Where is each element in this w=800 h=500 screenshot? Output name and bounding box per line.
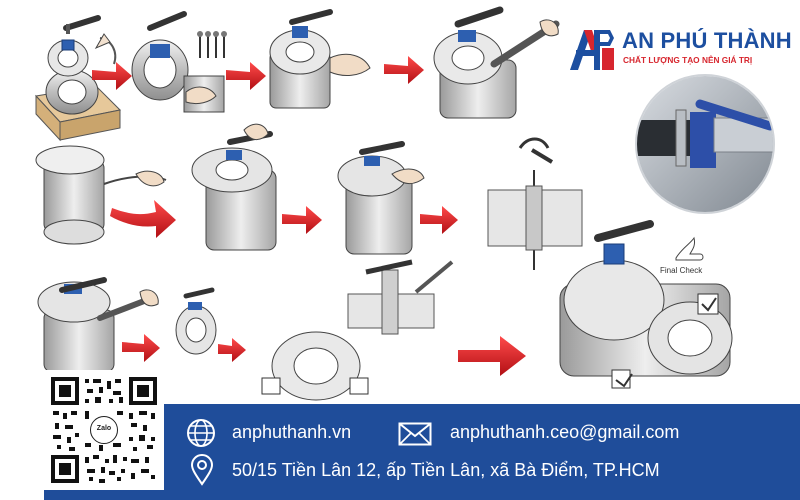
step-11-alignment-diagram bbox=[261, 259, 454, 401]
step-arrow bbox=[110, 200, 176, 238]
step-5-pipe-flange bbox=[35, 145, 167, 245]
final-check-label: Final Check bbox=[660, 266, 703, 275]
step-1-valve-in-box bbox=[35, 15, 122, 142]
step-2-flange-bolts bbox=[131, 11, 227, 113]
email-link[interactable]: anphuthanh.ceo@gmail.com bbox=[450, 422, 680, 442]
step-arrow bbox=[92, 62, 132, 90]
zalo-logo: Zalo bbox=[90, 416, 118, 444]
brand-slogan: CHẤT LƯỢNG TẠO NÊN GIÁ TRỊ bbox=[623, 55, 753, 65]
step-10-open-close bbox=[175, 287, 217, 355]
ap-monogram-icon bbox=[570, 30, 614, 70]
envelope-icon bbox=[398, 422, 432, 446]
footer-left-margin bbox=[0, 404, 44, 500]
step-arrow bbox=[458, 336, 526, 376]
map-pin-icon bbox=[190, 454, 214, 486]
step-arrow bbox=[420, 206, 458, 234]
step-7-tighten bbox=[337, 141, 425, 255]
step-arrow bbox=[384, 56, 424, 84]
step-9-final-torque bbox=[37, 277, 159, 373]
step-4-torque-wrench bbox=[433, 6, 560, 119]
zalo-qr-code[interactable]: Zalo bbox=[44, 370, 164, 490]
step-arrow bbox=[226, 62, 266, 90]
step-arrow bbox=[282, 206, 322, 234]
valve-photo-inset bbox=[635, 74, 775, 214]
globe-icon bbox=[187, 419, 215, 447]
step-arrow bbox=[218, 338, 246, 362]
final-assembled-valve bbox=[559, 220, 733, 389]
step-6-install-valve bbox=[191, 123, 277, 251]
brand-header: AN PHÚ THÀNH CHẤT LƯỢNG TẠO NÊN GIÁ TRỊ bbox=[566, 24, 796, 84]
step-8-section-check bbox=[487, 137, 583, 270]
step-3-align-pipe bbox=[269, 9, 371, 109]
zalo-label: Zalo bbox=[96, 425, 112, 432]
website-link[interactable]: anphuthanh.vn bbox=[232, 422, 352, 442]
brand-name: AN PHÚ THÀNH bbox=[622, 28, 792, 53]
address-text: 50/15 Tiền Lân 12, ấp Tiền Lân, xã Bà Đi… bbox=[232, 460, 660, 480]
step-arrow bbox=[122, 334, 160, 362]
thumbs-up-icon bbox=[675, 236, 704, 261]
